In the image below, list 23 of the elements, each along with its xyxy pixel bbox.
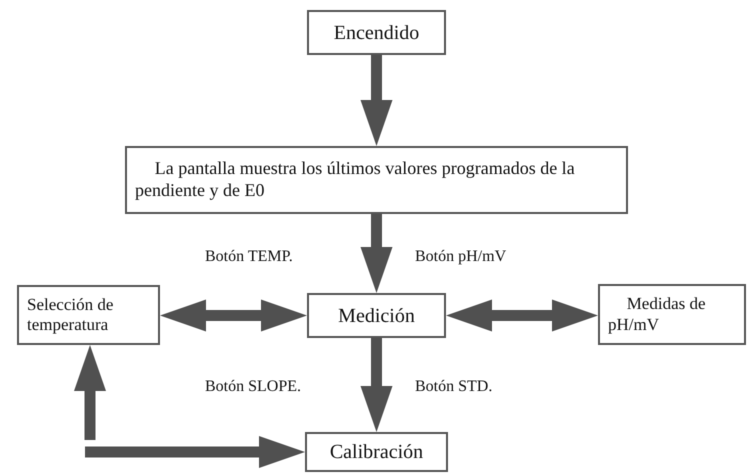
button-label: Botón SLOPE.: [205, 378, 302, 396]
node-text: Encendido: [334, 20, 420, 44]
node-text: Medición: [338, 304, 415, 328]
arrow: [74, 345, 106, 440]
temperature-selection-box: [17, 285, 160, 345]
start-box: [307, 10, 446, 55]
button-label: Botón pH/mV: [415, 248, 506, 266]
arrow: [446, 300, 598, 332]
button-label: Botón STD.: [415, 378, 492, 396]
measurement-box: [307, 293, 446, 338]
node-text: Selección de temperatura: [27, 294, 114, 336]
calibration-box: [305, 432, 448, 472]
button-label: Botón TEMP.: [205, 248, 293, 266]
node-text: Calibración: [330, 440, 424, 464]
arrow: [360, 338, 392, 432]
arrow: [160, 300, 307, 332]
node-text: Medidas de pH/mV: [608, 294, 707, 335]
arrow: [360, 55, 392, 146]
arrow: [360, 214, 392, 293]
arrow: [85, 436, 305, 468]
display-box: [125, 146, 628, 214]
node-text: La pantalla muestra los últimos valores programados de la pendiente y de E0: [135, 158, 576, 202]
measurements-box: [598, 284, 746, 345]
